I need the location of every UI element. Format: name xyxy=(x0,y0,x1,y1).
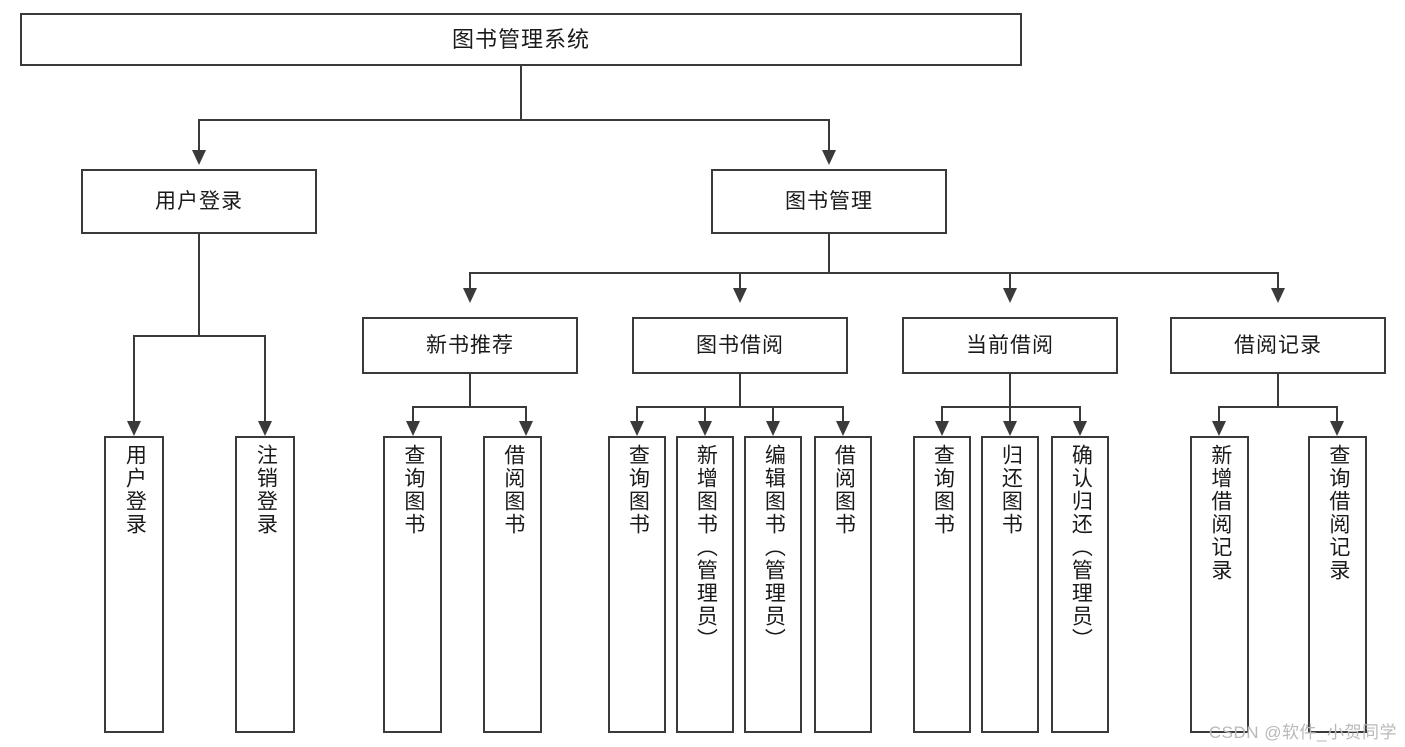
node-label: 用户登录 xyxy=(155,190,243,213)
node-label: 当前借阅 xyxy=(966,334,1054,357)
arrow-to-borrow-record xyxy=(1271,288,1285,303)
node-leaf-user-login[interactable]: 用户登录 xyxy=(104,436,164,733)
node-book-manage[interactable]: 图书管理 xyxy=(711,169,947,234)
connector-user-login-drop-2 xyxy=(264,335,266,421)
arrow-to-leaf-add-book xyxy=(698,421,712,436)
node-leaf-query-book-2[interactable]: 查询图书 xyxy=(608,436,666,733)
node-leaf-borrow-book-2[interactable]: 借阅图书 xyxy=(814,436,872,733)
connector-br-stem xyxy=(1277,374,1279,407)
node-label: 编辑图书（管理员） xyxy=(762,444,786,651)
node-borrow-record[interactable]: 借阅记录 xyxy=(1170,317,1386,374)
arrow-to-leaf-query-record xyxy=(1330,421,1344,436)
node-user-login[interactable]: 用户登录 xyxy=(81,169,317,234)
arrow-to-leaf-edit-book xyxy=(766,421,780,436)
arrow-to-user-login xyxy=(192,150,206,165)
connector-nbr-stem xyxy=(469,374,471,407)
node-label: 确认归还（管理员） xyxy=(1069,444,1093,651)
connector-nbr-drop-1 xyxy=(412,406,414,421)
arrow-to-leaf-query-book-1 xyxy=(406,421,420,436)
connector-bb-drop-1 xyxy=(636,406,638,421)
node-label: 查询借阅记录 xyxy=(1326,444,1350,582)
connector-user-login-drop-1 xyxy=(133,335,135,421)
connector-bb-drop-4 xyxy=(842,406,844,421)
connector-cb-drop-2 xyxy=(1009,406,1011,421)
connector-cb-bus xyxy=(941,406,1081,408)
node-leaf-add-record[interactable]: 新增借阅记录 xyxy=(1190,436,1249,733)
node-leaf-return-book[interactable]: 归还图书 xyxy=(981,436,1039,733)
arrow-to-leaf-return-book xyxy=(1003,421,1017,436)
node-label: 查询图书 xyxy=(931,444,955,536)
connector-root-bus xyxy=(198,119,830,121)
connector-bb-bus xyxy=(636,406,844,408)
node-leaf-logout[interactable]: 注销登录 xyxy=(235,436,295,733)
connector-bm-drop-1 xyxy=(469,272,471,288)
connector-user-login-stem xyxy=(198,234,200,336)
node-label: 注销登录 xyxy=(254,444,278,536)
connector-root-to-user-login xyxy=(198,119,200,150)
connector-br-drop-1 xyxy=(1218,406,1220,421)
connector-cb-drop-3 xyxy=(1079,406,1081,421)
connector-bm-drop-2 xyxy=(739,272,741,288)
connector-nbr-bus xyxy=(412,406,527,408)
node-label: 查询图书 xyxy=(401,444,425,536)
arrow-to-leaf-logout xyxy=(258,421,272,436)
arrow-to-leaf-confirm-return xyxy=(1073,421,1087,436)
node-label: 借阅图书 xyxy=(832,444,856,536)
connector-bb-drop-3 xyxy=(772,406,774,421)
node-leaf-confirm-return[interactable]: 确认归还（管理员） xyxy=(1051,436,1109,733)
connector-cb-stem xyxy=(1009,374,1011,407)
node-label: 归还图书 xyxy=(999,444,1023,536)
node-leaf-query-book-3[interactable]: 查询图书 xyxy=(913,436,971,733)
node-label: 借阅图书 xyxy=(501,444,525,536)
node-root-book-management-system[interactable]: 图书管理系统 xyxy=(20,13,1022,66)
node-label: 图书借阅 xyxy=(696,334,784,357)
connector-book-manage-bus xyxy=(469,272,1279,274)
connector-user-login-bus xyxy=(133,335,265,337)
arrow-to-leaf-user-login xyxy=(127,421,141,436)
connector-br-drop-2 xyxy=(1336,406,1338,421)
arrow-to-book-manage xyxy=(822,150,836,165)
connector-cb-drop-1 xyxy=(941,406,943,421)
arrow-to-leaf-query-book-3 xyxy=(935,421,949,436)
node-leaf-borrow-book-1[interactable]: 借阅图书 xyxy=(483,436,542,733)
connector-bb-drop-2 xyxy=(704,406,706,421)
node-label: 图书管理系统 xyxy=(451,26,590,52)
node-label: 借阅记录 xyxy=(1234,334,1322,357)
connector-book-manage-stem xyxy=(828,234,830,273)
connector-root-stem xyxy=(520,66,522,120)
connector-bb-stem xyxy=(739,374,741,407)
arrow-to-new-book-rec xyxy=(463,288,477,303)
arrow-to-leaf-add-record xyxy=(1212,421,1226,436)
arrow-to-leaf-borrow-book-2 xyxy=(836,421,850,436)
connector-nbr-drop-2 xyxy=(525,406,527,421)
node-label: 新增借阅记录 xyxy=(1208,444,1232,582)
connector-br-bus xyxy=(1218,406,1338,408)
node-leaf-edit-book[interactable]: 编辑图书（管理员） xyxy=(744,436,802,733)
arrow-to-leaf-borrow-book-1 xyxy=(519,421,533,436)
node-leaf-query-book-1[interactable]: 查询图书 xyxy=(383,436,442,733)
node-leaf-add-book[interactable]: 新增图书（管理员） xyxy=(676,436,734,733)
connector-bm-drop-3 xyxy=(1009,272,1011,288)
node-label: 图书管理 xyxy=(785,190,873,213)
node-book-borrow[interactable]: 图书借阅 xyxy=(632,317,848,374)
arrow-to-leaf-query-book-2 xyxy=(630,421,644,436)
node-label: 查询图书 xyxy=(626,444,650,536)
connector-root-to-book-manage xyxy=(828,119,830,150)
arrow-to-current-borrow xyxy=(1003,288,1017,303)
arrow-to-book-borrow xyxy=(733,288,747,303)
node-label: 用户登录 xyxy=(123,444,147,536)
node-new-book-rec[interactable]: 新书推荐 xyxy=(362,317,578,374)
connector-bm-drop-4 xyxy=(1277,272,1279,288)
node-current-borrow[interactable]: 当前借阅 xyxy=(902,317,1118,374)
node-label: 新增图书（管理员） xyxy=(694,444,718,651)
node-leaf-query-record[interactable]: 查询借阅记录 xyxy=(1308,436,1367,733)
node-label: 新书推荐 xyxy=(426,334,514,357)
